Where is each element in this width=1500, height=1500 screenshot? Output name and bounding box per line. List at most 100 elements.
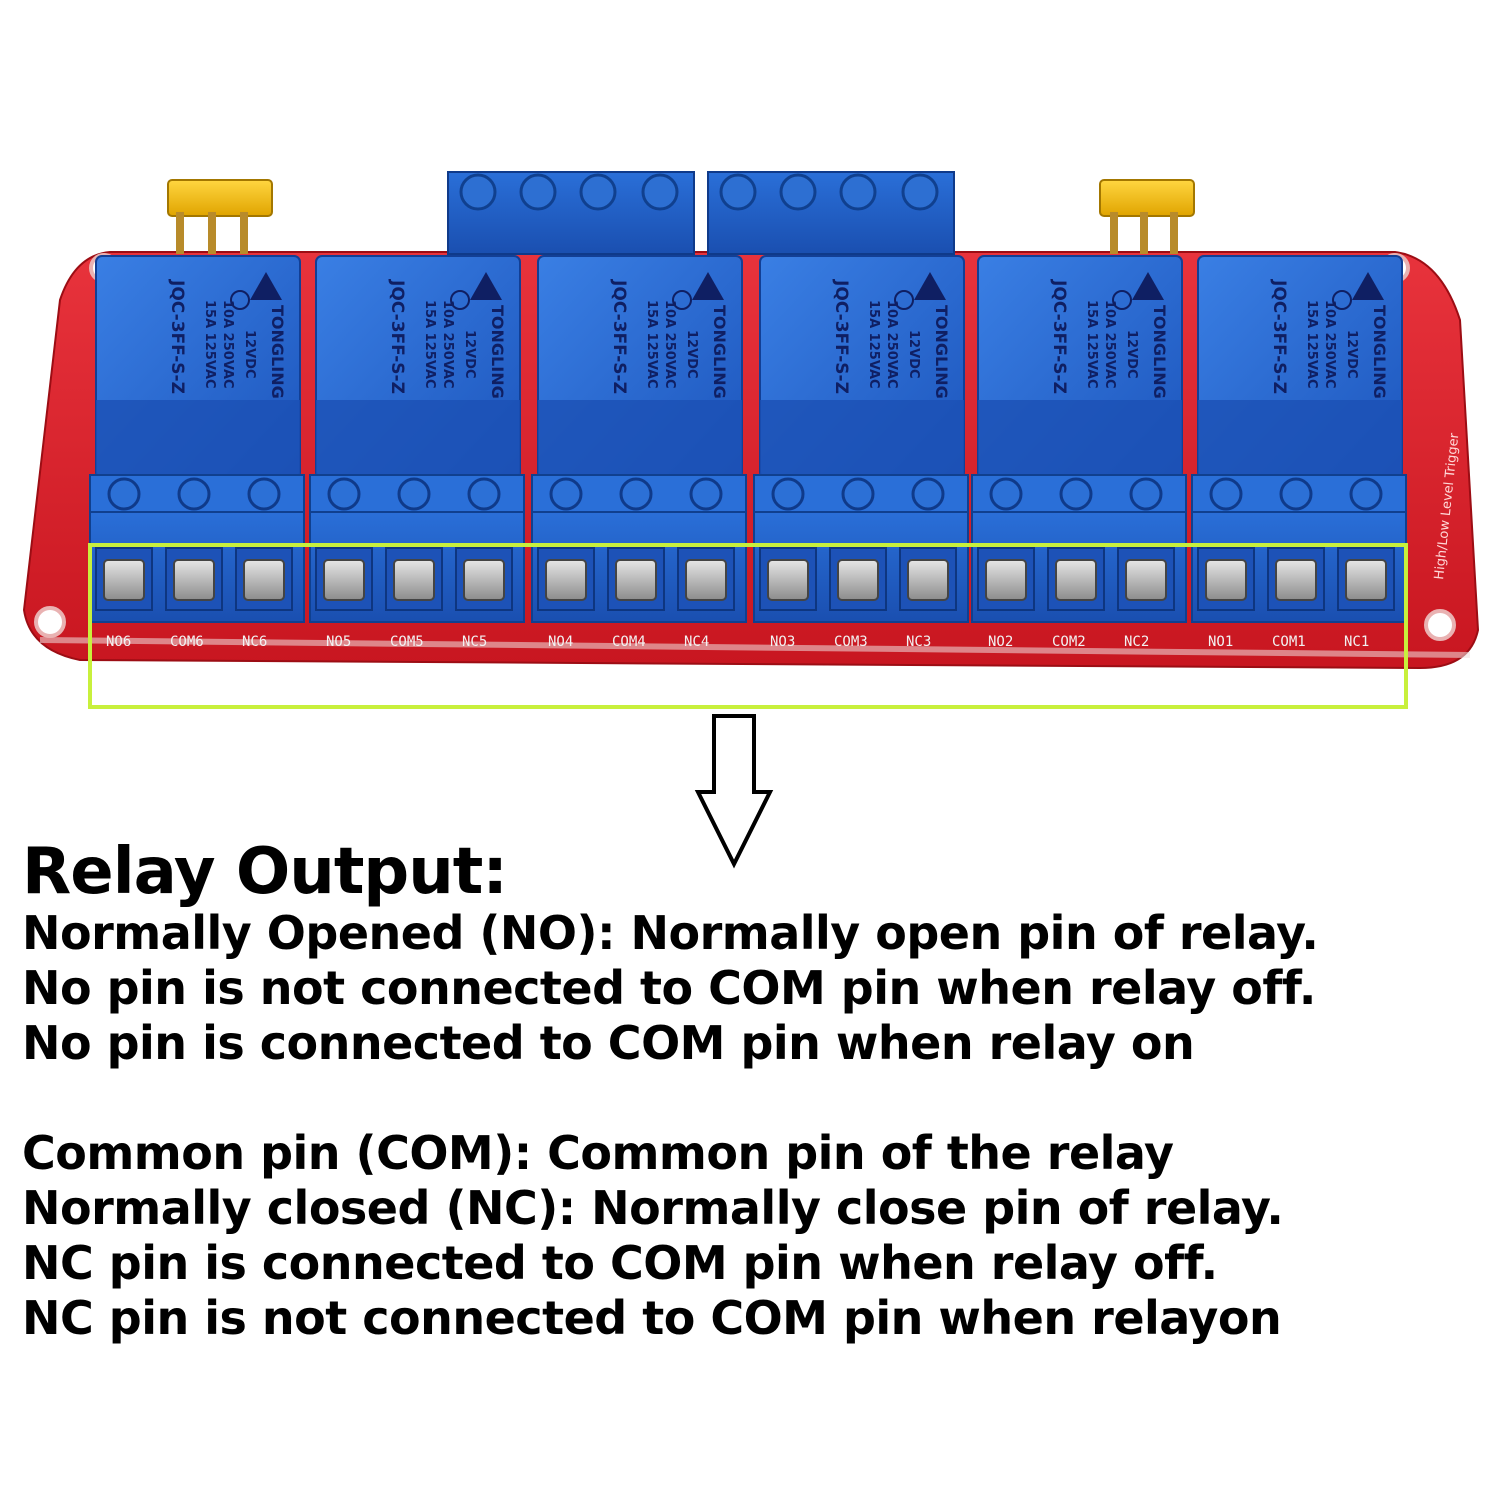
- wire-clamp-icon[interactable]: [1275, 559, 1317, 601]
- wire-clamp-icon[interactable]: [173, 559, 215, 601]
- relay-coil: 12VDC: [462, 330, 477, 378]
- terminal-screw-icon[interactable]: [989, 477, 1023, 511]
- terminal-screw-icon[interactable]: [327, 477, 361, 511]
- input-terminal-block-right: [707, 171, 955, 255]
- output-terminal-4: [531, 474, 747, 623]
- wire-clamp-icon[interactable]: [615, 559, 657, 601]
- cqc-mark-icon: [1332, 290, 1352, 310]
- terminal-screw-icon[interactable]: [549, 477, 583, 511]
- description-line: Common pin (COM): Common pin of the rela…: [22, 1126, 1174, 1180]
- cqc-mark-icon: [1112, 290, 1132, 310]
- output-terminals: [89, 474, 1407, 623]
- pin-label: COM4: [612, 634, 646, 650]
- wire-clamp-icon[interactable]: [1205, 559, 1247, 601]
- wire-clamp-icon[interactable]: [837, 559, 879, 601]
- terminal-screw-icon[interactable]: [107, 477, 141, 511]
- wire-clamp-icon[interactable]: [545, 559, 587, 601]
- pin-label: NO2: [988, 634, 1013, 650]
- terminal-screw-icon[interactable]: [841, 477, 875, 511]
- output-highlight-box: [88, 543, 1408, 709]
- terminal-screw-icon[interactable]: [467, 477, 501, 511]
- relay-rating-ac1: 10A 250VAC: [884, 300, 899, 389]
- relay-rating-ac1: 10A 250VAC: [1102, 300, 1117, 389]
- terminal-screw-icon[interactable]: [1059, 477, 1093, 511]
- relay-model: JQC-3FF-S-Z: [1269, 279, 1289, 394]
- relay-brand: TONGLING: [932, 305, 951, 399]
- terminal-screw-icon[interactable]: [1349, 477, 1383, 511]
- wire-clamp-icon[interactable]: [1125, 559, 1167, 601]
- wire-clamp-icon[interactable]: [243, 559, 285, 601]
- wire-clamp-icon[interactable]: [767, 559, 809, 601]
- description-line: Normally closed (NC): Normally close pin…: [22, 1181, 1284, 1235]
- relay-coil: 12VDC: [684, 330, 699, 378]
- description-line: NC pin is not connected to COM pin when …: [22, 1291, 1282, 1345]
- mounting-hole-left-bottom: [34, 606, 66, 638]
- relay-rating-ac3: 15A 125VAC: [1304, 300, 1319, 389]
- relay-brand: TONGLING: [1150, 305, 1169, 399]
- terminal-screw-icon[interactable]: [1279, 477, 1313, 511]
- relay-model: JQC-3FF-S-Z: [831, 279, 851, 394]
- brand-logo-icon: [250, 272, 282, 300]
- terminal-screw-icon[interactable]: [619, 477, 653, 511]
- wire-clamp-icon[interactable]: [323, 559, 365, 601]
- wire-clamp-icon[interactable]: [1345, 559, 1387, 601]
- description-line: NC pin is connected to COM pin when rela…: [22, 1236, 1218, 1290]
- brand-logo-icon: [692, 272, 724, 300]
- wire-clamp-icon[interactable]: [685, 559, 727, 601]
- pin-label: COM2: [1052, 634, 1086, 650]
- brand-logo-icon: [470, 272, 502, 300]
- output-terminal-6: [89, 474, 305, 623]
- relay-coil: 12VDC: [906, 330, 921, 378]
- terminal-screw-icon[interactable]: [771, 477, 805, 511]
- wire-clamp-icon[interactable]: [985, 559, 1027, 601]
- pin-label: NC1: [1344, 634, 1369, 650]
- relay-rating-ac1: 10A 250VAC: [440, 300, 455, 389]
- relay-rating-ac3: 15A 125VAC: [644, 300, 659, 389]
- terminal-screw-icon[interactable]: [1129, 477, 1163, 511]
- wire-clamp-icon[interactable]: [1055, 559, 1097, 601]
- terminal-screw-icon[interactable]: [689, 477, 723, 511]
- input-terminal-block-left: [447, 171, 695, 255]
- relay-rating-ac3: 15A 125VAC: [1084, 300, 1099, 389]
- wire-clamp-icon[interactable]: [103, 559, 145, 601]
- relay-coil: 12VDC: [242, 330, 257, 378]
- relay-brand: TONGLING: [488, 305, 507, 399]
- jumper-block-left: [167, 179, 273, 254]
- relay-side: [538, 400, 742, 478]
- description-line: No pin is not connected to COM pin when …: [22, 961, 1316, 1015]
- cqc-mark-icon: [894, 290, 914, 310]
- relay-rating-ac3: 15A 125VAC: [202, 300, 217, 389]
- terminal-screw-icon[interactable]: [1209, 477, 1243, 511]
- pin-label: NO3: [770, 634, 795, 650]
- wire-clamp-icon[interactable]: [907, 559, 949, 601]
- terminal-screw-icon[interactable]: [397, 477, 431, 511]
- pin-label: NC4: [684, 634, 709, 650]
- cqc-mark-icon: [672, 290, 692, 310]
- relay-rating-ac3: 15A 125VAC: [422, 300, 437, 389]
- terminal-screw-icon[interactable]: [177, 477, 211, 511]
- relay-side: [1198, 400, 1402, 478]
- relay-side: [978, 400, 1182, 478]
- output-terminal-2: [971, 474, 1187, 623]
- terminal-screw-icon[interactable]: [247, 477, 281, 511]
- cqc-mark-icon: [230, 290, 250, 310]
- pin-label: NC5: [462, 634, 487, 650]
- wire-clamp-icon[interactable]: [463, 559, 505, 601]
- description-line: No pin is connected to COM pin when rela…: [22, 1016, 1195, 1070]
- pin-label: NC3: [906, 634, 931, 650]
- description-gap: [22, 1071, 1482, 1126]
- pin-label: NO4: [548, 634, 573, 650]
- jumper-block-right: [1099, 179, 1195, 254]
- wire-clamp-icon[interactable]: [393, 559, 435, 601]
- relay-side: [316, 400, 520, 478]
- description-line: Normally Opened (NO): Normally open pin …: [22, 906, 1319, 960]
- terminal-screw-icon[interactable]: [911, 477, 945, 511]
- relay-rating-ac1: 10A 250VAC: [1322, 300, 1337, 389]
